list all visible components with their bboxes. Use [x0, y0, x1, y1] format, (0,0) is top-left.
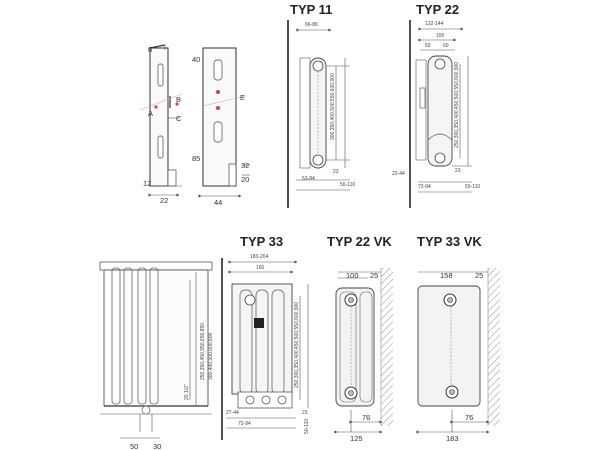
bracket-right-width: 44 [214, 198, 222, 207]
typ11-depth: 66-86 [305, 22, 318, 28]
typ22vk-w1: 100 [346, 271, 359, 280]
typ22vk-w2: 25 [370, 271, 378, 280]
bracket-right-mid: 85 [192, 154, 200, 163]
bracket-left: 6 12 22 B A C [139, 44, 183, 205]
typ33vk-w2: 25 [475, 271, 483, 280]
typ22vk-d: 76 [362, 413, 370, 422]
typ22-diagram: 122-144 100 50 60 250,300,350,400,450,50… [392, 20, 480, 208]
typ22-heights: 250,300,350,400,450,500,550,600,900 [454, 62, 460, 148]
typ33vk-w1: 158 [440, 271, 453, 280]
typ11-d3: 53-84 [302, 176, 315, 182]
typ22-depth: 122-144 [425, 21, 444, 27]
typ22vk-title: TYP 22 VK [327, 234, 392, 249]
bracket-letter-c: C [176, 114, 182, 123]
typ33vk-diagram: 158 25 76 183 [416, 268, 500, 443]
typ22-d4: 22-44 [392, 171, 405, 177]
typ33vk-title: TYP 33 VK [417, 234, 482, 249]
left-view-side: 20 1/2" [184, 384, 190, 400]
left-view-heights2: 300,400,500,600,900 [208, 333, 214, 380]
typ11-heights: 300,350,400,500,550,600,900 [330, 73, 336, 140]
bracket-left-top: 6 [148, 45, 152, 54]
typ33-d4: 50-110 [304, 419, 310, 434]
typ22-title: TYP 22 [416, 2, 459, 17]
typ22vk-total: 125 [350, 434, 363, 443]
bracket-letter-e: E [240, 93, 245, 102]
typ22-d60: 60 [443, 43, 449, 49]
typ22vk-diagram: 100 25 76 125 [334, 268, 393, 443]
typ33-d3: 27-44 [226, 410, 239, 416]
typ33-heights: 250,300,350,400,450,500,550,600,900 [294, 302, 300, 388]
typ22-d2: 50-110 [465, 184, 480, 190]
radiator-perspective-view: 250,350,450,550,650,850 300,400,500,600,… [99, 261, 214, 450]
typ33-diagram: 183-204 160 250,300,350,400,450,500,550,… [221, 254, 310, 440]
typ33-title: TYP 33 [240, 234, 283, 249]
left-view-heights: 250,350,450,550,650,850 [200, 323, 206, 380]
typ11-d2: 50-110 [340, 182, 355, 188]
typ11-diagram: 66-86 300,350,400,500,550,600,900 23 50-… [287, 20, 355, 208]
bracket-right-top: 40 [192, 55, 200, 64]
typ11-d1: 23 [333, 169, 339, 175]
typ33vk-d: 76 [465, 413, 473, 422]
typ33-d2: 72-94 [238, 421, 251, 427]
bracket-left-bottom: 12 [143, 179, 151, 188]
typ33-depth: 183-204 [250, 254, 269, 260]
typ33-d160: 160 [256, 265, 265, 271]
bracket-right-b1: 32 [241, 161, 249, 170]
typ22-d1: 23 [455, 168, 461, 174]
left-view-w2: 30 [153, 442, 161, 450]
bracket-letter-a: A [148, 109, 153, 118]
typ22-d100: 100 [436, 33, 445, 39]
typ22-d3: 72-94 [418, 184, 431, 190]
typ33-d1: 23 [302, 410, 308, 416]
bracket-left-width: 22 [160, 196, 168, 205]
bracket-letter-b: B [176, 95, 181, 104]
typ33vk-total: 183 [446, 434, 459, 443]
bracket-right-b2: 20 [241, 175, 249, 184]
typ22-d50: 50 [425, 43, 431, 49]
typ11-title: TYP 11 [290, 2, 332, 17]
bracket-right: 40 85 E 32 20 44 [192, 47, 250, 207]
left-view-w1: 50 [130, 442, 138, 450]
